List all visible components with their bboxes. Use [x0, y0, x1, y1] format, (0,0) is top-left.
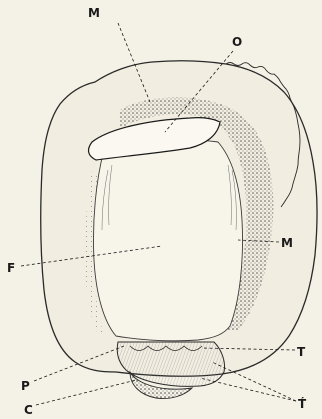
label-f: F	[7, 262, 15, 274]
label-p: P	[21, 380, 30, 392]
leader-C	[36, 380, 136, 405]
leader-T2-b	[212, 362, 296, 401]
leader-T2-a	[200, 378, 296, 401]
inner-chamber	[93, 140, 242, 341]
label-t-prime: T́	[298, 398, 306, 410]
label-o: O	[232, 36, 242, 48]
label-m-right: M	[281, 237, 293, 249]
label-t: T	[297, 346, 305, 358]
label-c: C	[24, 404, 33, 416]
label-m-top: M	[88, 7, 100, 19]
